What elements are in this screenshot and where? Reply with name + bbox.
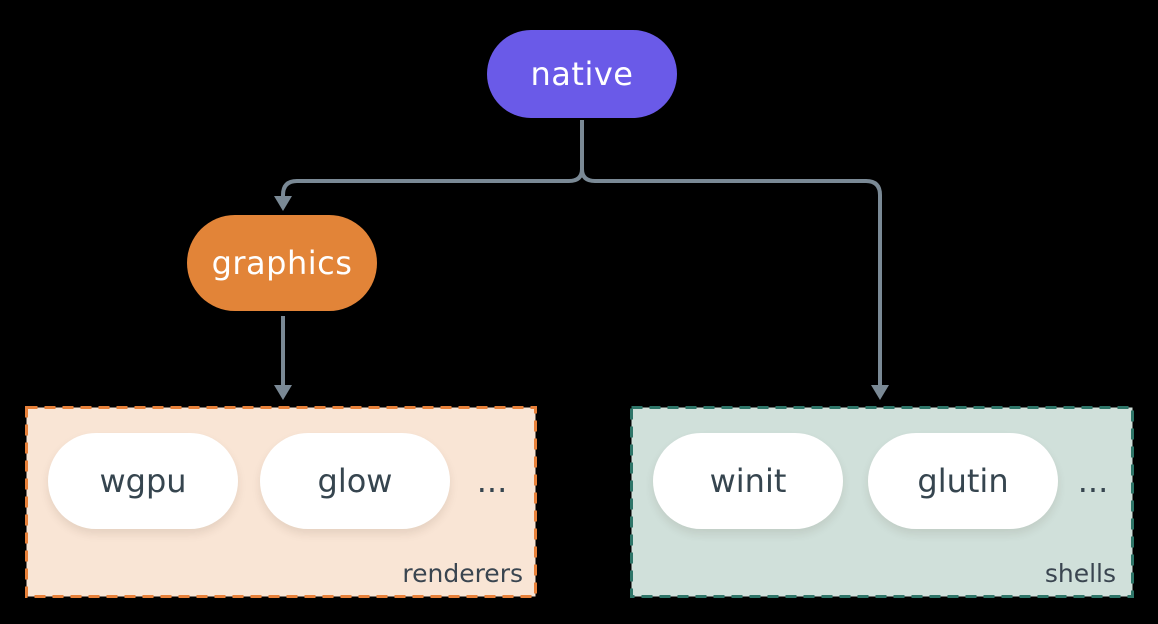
pill-glutin-label: glutin [917, 462, 1009, 500]
renderers-ellipsis: ... [476, 462, 508, 500]
connector-native-to-shells [580, 168, 882, 386]
pill-wgpu: wgpu [48, 433, 238, 529]
arrowhead-shells [871, 385, 889, 400]
node-graphics: graphics [187, 215, 377, 311]
arrowhead-renderers [274, 385, 292, 400]
pill-wgpu-label: wgpu [99, 462, 187, 500]
pill-glow-label: glow [317, 462, 393, 500]
group-shells: winit glutin ... shells [630, 406, 1134, 598]
shells-ellipsis: ... [1077, 462, 1109, 500]
node-native-label: native [530, 55, 634, 93]
group-label-shells: shells [1044, 559, 1116, 588]
node-native: native [487, 30, 677, 118]
pill-glutin: glutin [868, 433, 1058, 529]
arrowhead-graphics [274, 196, 292, 211]
node-graphics-label: graphics [211, 244, 353, 282]
pill-winit-label: winit [709, 462, 787, 500]
group-renderers: wgpu glow ... renderers [25, 406, 537, 598]
pill-winit: winit [653, 433, 843, 529]
group-label-renderers: renderers [402, 559, 523, 588]
pill-glow: glow [260, 433, 450, 529]
connector-native-to-graphics [281, 168, 584, 197]
